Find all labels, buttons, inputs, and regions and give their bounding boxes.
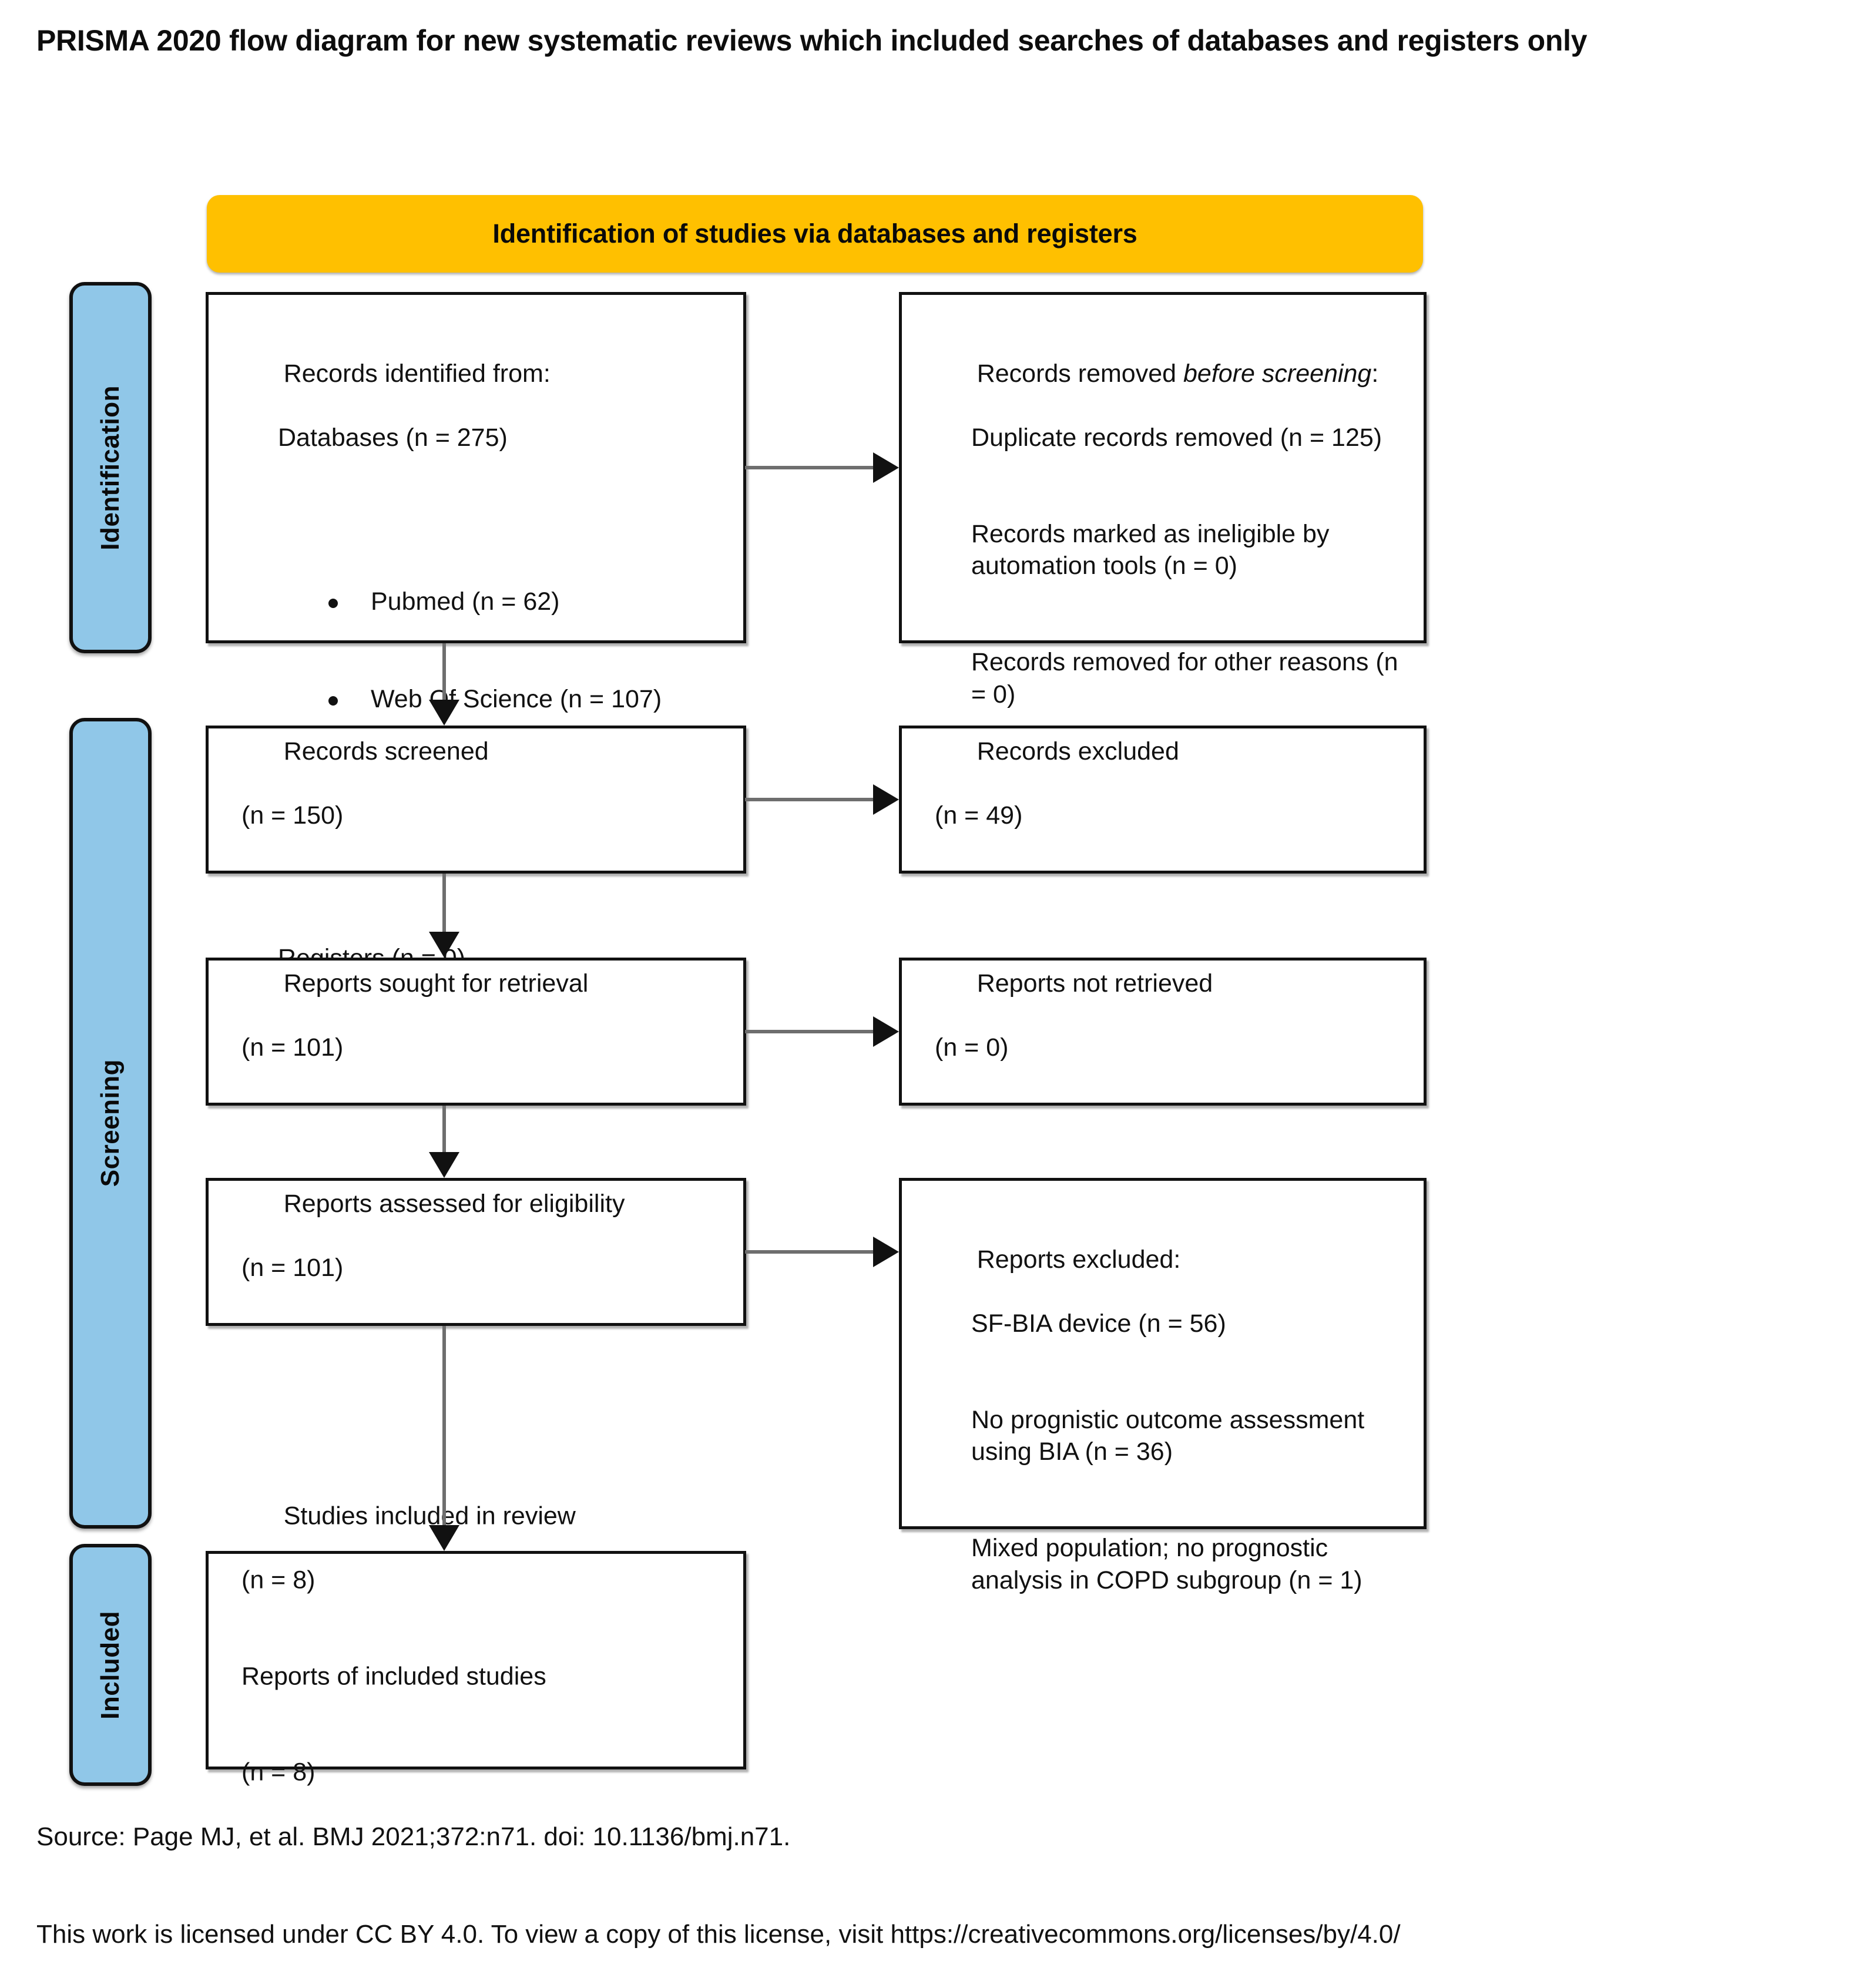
arrow-shaft <box>442 643 446 701</box>
reports-sought-label: Reports sought for retrieval <box>283 969 589 998</box>
arrow-shaft <box>745 466 874 469</box>
arrow-shaft <box>442 1326 446 1526</box>
box-records-removed-content: Records removed before screening: Duplic… <box>935 325 1411 775</box>
records-removed-heading-italic: before screening <box>1183 359 1372 388</box>
box-reports-excluded-reasons: Reports excluded: SF-BIA device (n = 56)… <box>899 1178 1427 1594</box>
box-records-removed-before-screening: Records removed before screening: Duplic… <box>899 292 1427 708</box>
arrow-sought-to-assessed-icon <box>429 1106 459 1178</box>
stage-rail-label-included: Included <box>96 1610 125 1720</box>
box-records-excluded-content: Records excluded (n = 49) <box>935 703 1411 896</box>
arrow-head <box>873 452 899 483</box>
records-removed-item-duplicates: Duplicate records removed (n = 125) <box>971 423 1382 452</box>
list-item: Web Of Science (n = 107) <box>241 683 730 716</box>
box-studies-included: Studies included in review (n = 8) Repor… <box>206 1502 746 1786</box>
arrow-head <box>429 932 459 958</box>
arrow-head <box>429 1152 459 1178</box>
box-reports-assessed-for-eligibility: Reports assessed for eligibility (n = 10… <box>206 1178 746 1326</box>
reports-excluded-item-device: SF-BIA device (n = 56) <box>971 1309 1226 1338</box>
reports-excluded-item-no-outcome: No prognistic outcome assessment using B… <box>971 1405 1372 1466</box>
box-reports-sought-for-retrieval: Reports sought for retrieval (n = 101) <box>206 958 746 1106</box>
arrow-head <box>873 784 899 815</box>
arrow-assessed-to-included-icon <box>429 1326 459 1551</box>
phase-header-label: Identification of studies via databases … <box>492 219 1137 248</box>
reports-included-count: (n = 8) <box>241 1758 316 1786</box>
records-excluded-label: Records excluded <box>976 737 1179 765</box>
box-records-identified: Records identified from: Databases (n = … <box>206 292 746 972</box>
stage-rail-identification: Identification <box>69 282 152 653</box>
records-removed-item-other: Records removed for other reasons (n = 0… <box>971 648 1405 708</box>
arrow-shaft <box>745 1250 874 1254</box>
arrow-shaft <box>745 1030 874 1033</box>
arrow-identified-to-screened-icon <box>429 643 459 726</box>
records-screened-count: (n = 150) <box>241 801 344 830</box>
reports-sought-count: (n = 101) <box>241 1033 344 1062</box>
studies-included-label: Studies included in review <box>283 1501 576 1530</box>
box-records-screened: Records screened (n = 150) <box>206 726 746 874</box>
arrow-assessed-to-reports-excluded-icon <box>745 1237 899 1267</box>
box-records-identified-content: Records identified from: Databases (n = … <box>241 325 730 1038</box>
records-identified-heading: Records identified from: <box>283 359 551 388</box>
arrow-screened-to-excluded-icon <box>745 784 899 815</box>
reports-included-label: Reports of included studies <box>241 1662 546 1690</box>
box-studies-included-content: Studies included in review (n = 8) Repor… <box>241 1468 730 1852</box>
stage-rail-screening: Screening <box>69 718 152 1529</box>
list-item: Pubmed (n = 62) <box>241 586 730 618</box>
studies-included-count: (n = 8) <box>241 1566 316 1594</box>
stage-rail-included: Included <box>69 1544 152 1786</box>
box-reports-excluded-content: Reports excluded: SF-BIA device (n = 56)… <box>935 1211 1411 1661</box>
arrow-head <box>873 1016 899 1047</box>
arrow-shaft <box>442 1106 446 1153</box>
records-removed-item-ineligible: Records marked as ineligible by automati… <box>971 519 1337 580</box>
records-excluded-count: (n = 49) <box>935 801 1023 830</box>
arrow-head <box>429 1525 459 1551</box>
reports-not-retrieved-label: Reports not retrieved <box>976 969 1213 998</box>
stage-rail-label-identification: Identification <box>96 385 125 550</box>
box-records-screened-content: Records screened (n = 150) <box>241 703 730 896</box>
box-reports-not-retrieved-content: Reports not retrieved (n = 0) <box>935 935 1411 1128</box>
phase-header-identification: Identification of studies via databases … <box>207 195 1423 273</box>
arrow-screened-to-sought-icon <box>429 874 459 958</box>
box-reports-not-retrieved: Reports not retrieved (n = 0) <box>899 958 1427 1106</box>
reports-assessed-label: Reports assessed for eligibility <box>283 1189 625 1218</box>
page-title: PRISMA 2020 flow diagram for new systema… <box>36 24 1588 57</box>
arrow-head <box>429 700 459 726</box>
records-removed-heading-prefix: Records removed <box>976 359 1183 388</box>
footer-license-notice: This work is licensed under CC BY 4.0. T… <box>36 1920 1401 1949</box>
reports-not-retrieved-count: (n = 0) <box>935 1033 1009 1062</box>
reports-assessed-count: (n = 101) <box>241 1254 344 1282</box>
arrow-shaft <box>442 874 446 933</box>
records-identified-databases: Databases (n = 275) <box>278 423 508 452</box>
footer-source-citation: Source: Page MJ, et al. BMJ 2021;372:n71… <box>36 1822 791 1851</box>
arrow-identified-to-removed-icon <box>745 452 899 483</box>
box-reports-assessed-content: Reports assessed for eligibility (n = 10… <box>241 1156 730 1348</box>
stage-rail-label-screening: Screening <box>96 1059 125 1187</box>
records-screened-label: Records screened <box>283 737 489 765</box>
box-reports-sought-content: Reports sought for retrieval (n = 101) <box>241 935 730 1128</box>
arrow-head <box>873 1237 899 1267</box>
reports-excluded-heading: Reports excluded: <box>976 1245 1181 1274</box>
arrow-sought-to-not-retrieved-icon <box>745 1016 899 1047</box>
reports-excluded-item-mixed-population: Mixed population; no prognostic analysis… <box>971 1534 1362 1594</box>
box-records-excluded: Records excluded (n = 49) <box>899 726 1427 874</box>
arrow-shaft <box>745 798 874 801</box>
records-removed-heading-suffix: : <box>1371 359 1379 388</box>
